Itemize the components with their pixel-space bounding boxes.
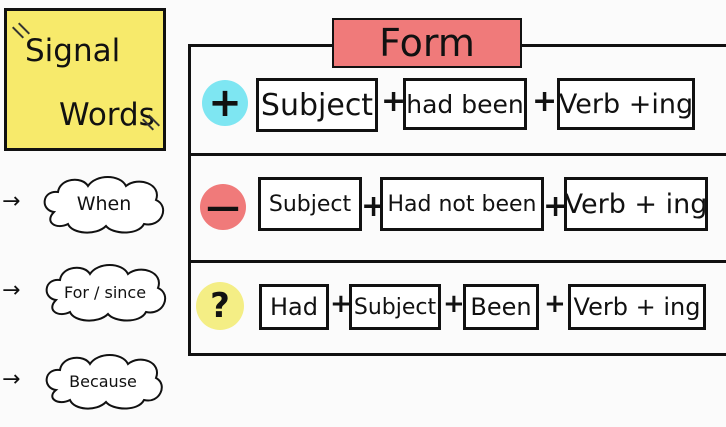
signal-title-line1: Signal <box>25 33 121 69</box>
arrow-when: → <box>2 189 21 214</box>
plus-sign: + <box>532 84 558 119</box>
row1-subject-box: Subject <box>256 78 378 132</box>
cloud-because-label: Because <box>69 371 137 391</box>
form-title: Form <box>332 18 522 68</box>
row1-had-been-box: had been <box>403 78 527 130</box>
row3-had-box: Had <box>259 284 329 330</box>
plus-sign: + <box>543 189 569 224</box>
cloud-for-since <box>45 264 167 322</box>
row-divider <box>188 260 726 263</box>
arrow-because: → <box>2 367 21 392</box>
plus-sign: + <box>381 84 407 119</box>
plus-sign: + <box>330 289 352 319</box>
row1-verb-ing-box: Verb +ing <box>557 78 695 130</box>
arrow-for-since: → <box>2 278 21 303</box>
row3-subject-box: Subject <box>349 284 441 330</box>
signal-title-line2: Words <box>59 97 155 133</box>
row2-had-not-been-box: Had not been <box>380 177 544 231</box>
question-symbol: ? <box>196 282 244 330</box>
cloud-when-label: When <box>76 193 132 215</box>
plus-sign: + <box>443 289 465 319</box>
cloud-because <box>45 354 163 410</box>
positive-symbol: + <box>202 80 248 126</box>
row2-verb-ing-box: Verb + ing <box>564 177 708 231</box>
negative-symbol: — <box>200 184 246 230</box>
plus-sign: + <box>544 289 566 319</box>
cloud-for-since-label: For / since <box>63 282 147 302</box>
signal-words-note: Signal Words <box>4 8 166 151</box>
row3-verb-ing-box: Verb + ing <box>568 284 706 330</box>
row2-subject-box: Subject <box>258 177 362 231</box>
row3-been-box: Been <box>463 284 539 330</box>
row-divider <box>188 153 726 156</box>
cloud-when <box>43 176 165 234</box>
